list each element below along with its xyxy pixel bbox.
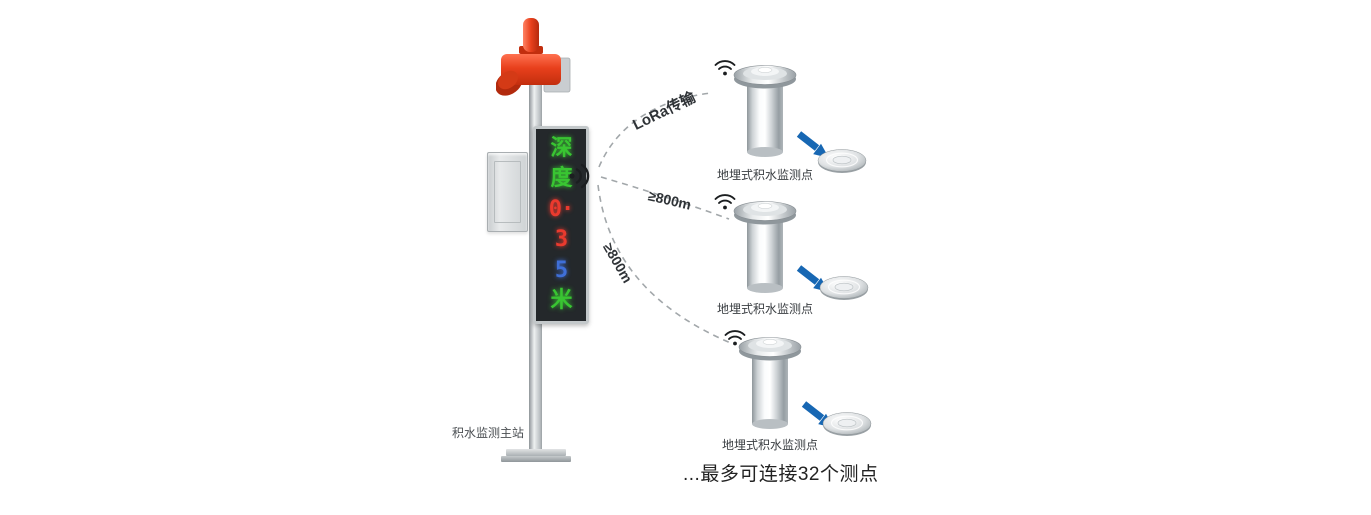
disc-center xyxy=(832,155,852,165)
led-row: 度 xyxy=(550,166,572,192)
sensor-label: 地埋式积水监测点 xyxy=(716,168,813,182)
wifi-icon xyxy=(714,60,736,76)
signal-dot xyxy=(569,173,575,179)
wifi-arc-inner xyxy=(718,65,732,70)
disc-sensor-icon xyxy=(822,412,872,436)
led-row: 5 xyxy=(554,257,568,283)
wifi-arc-outer xyxy=(724,330,746,336)
wifi-icon xyxy=(714,194,736,210)
signal-arc-large xyxy=(580,163,590,189)
buried-sensor-icon xyxy=(733,201,797,293)
led-row: 0· xyxy=(548,196,574,222)
link-label-lora: LoRa传输 xyxy=(630,88,699,134)
disc-center xyxy=(837,418,857,428)
link-label-distance-1: ≥800m xyxy=(646,187,693,213)
control-cabinet xyxy=(487,152,528,232)
link-label-distance-2: ≥800m xyxy=(600,240,636,286)
led-row: 深 xyxy=(550,135,572,161)
wifi-arc-inner xyxy=(728,335,742,340)
wifi-arc-outer xyxy=(714,194,736,200)
disc-sensor-icon xyxy=(817,149,867,173)
sensor-cap-top xyxy=(757,203,773,209)
buried-sensor-icon xyxy=(733,65,797,157)
arrow-shaft xyxy=(801,401,825,421)
sensor-label: 地埋式积水监测点 xyxy=(716,302,813,316)
disc-ring xyxy=(830,415,864,431)
wifi-arc-inner xyxy=(718,199,732,204)
footer-note: ...最多可连接32个测点 xyxy=(683,464,879,485)
sensor-cap-top xyxy=(757,67,773,73)
strobe-light xyxy=(523,18,539,52)
arrow-shaft xyxy=(796,265,820,285)
buried-sensor-icon xyxy=(738,337,802,429)
arrow-shaft xyxy=(796,131,820,151)
horn-mouth-inner xyxy=(498,70,518,90)
wifi-dot xyxy=(723,205,727,210)
wifi-arc-outer xyxy=(714,60,736,66)
wifi-dot xyxy=(723,71,727,76)
disc-sensor-icon xyxy=(819,276,869,300)
disc-ring xyxy=(825,152,859,168)
pole-base-plate-top xyxy=(506,449,566,456)
station-label: 积水监测主站 xyxy=(452,426,525,440)
sensor-cylinder-bottom xyxy=(752,419,788,429)
sensor-cylinder xyxy=(747,80,783,152)
signal-icon xyxy=(569,163,590,189)
sensor-cylinder-bottom xyxy=(747,147,783,157)
wifi-icon xyxy=(724,330,746,346)
sensor-cylinder xyxy=(747,216,783,288)
led-row: 3 xyxy=(554,227,568,253)
sensor-cylinder xyxy=(752,352,788,424)
alarm-beacon xyxy=(496,18,571,96)
wifi-dot xyxy=(733,341,737,346)
display-screen: 深 度 0· 3 5 米 xyxy=(533,126,589,324)
sensor-cylinder-bottom xyxy=(747,283,783,293)
disc-ring xyxy=(827,279,861,295)
led-row: 米 xyxy=(550,288,572,314)
disc-center xyxy=(834,282,854,292)
pole-base-plate-bottom xyxy=(501,456,571,462)
signal-arc-small xyxy=(575,168,582,184)
sensor-cap-top xyxy=(762,339,778,345)
sensor-label: 地埋式积水监测点 xyxy=(721,438,818,452)
